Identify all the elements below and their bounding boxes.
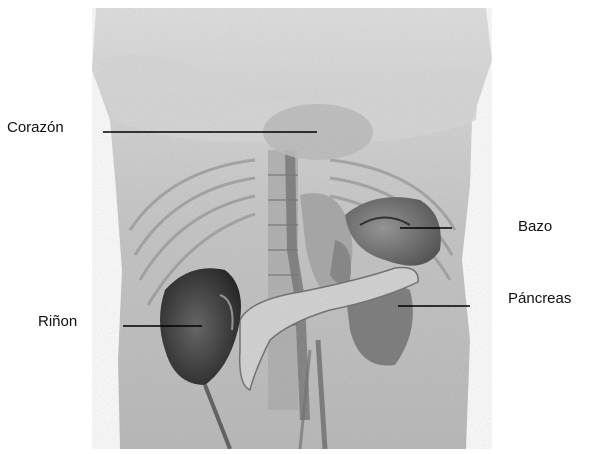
kidney-label: Riñon [38,313,77,330]
heart-label: Corazón [7,119,64,136]
spleen-label: Bazo [518,218,552,235]
pancreas-label: Páncreas [508,290,571,307]
